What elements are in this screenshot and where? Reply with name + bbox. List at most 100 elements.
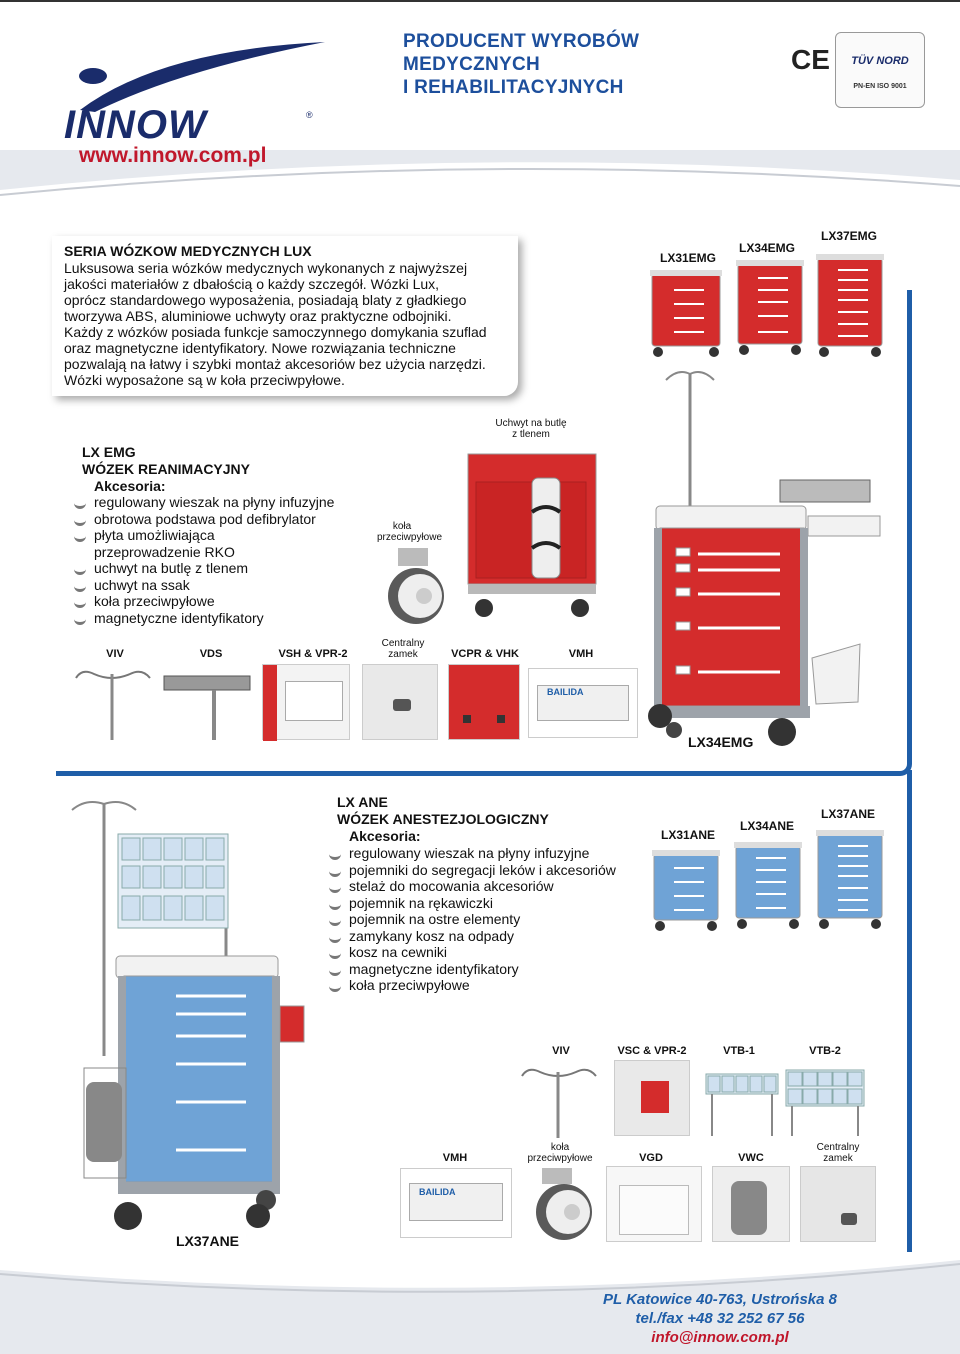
waste-bin-vwc-image	[712, 1166, 790, 1242]
ane-section-frame	[56, 770, 912, 1252]
defibrillator-base-vds-image	[163, 675, 251, 740]
glove-dispenser-vgd-image	[606, 1166, 702, 1242]
magnetic-identifier-vmh-image: BAILIDA	[528, 668, 638, 738]
list-item: płyta umożliwiająca	[72, 527, 334, 544]
emg-model-label: LX34EMG	[739, 241, 796, 255]
ane-title: LX ANE	[337, 794, 388, 810]
registered-mark: ®	[306, 110, 313, 120]
accessory-label: VTB-1	[723, 1045, 755, 1057]
ane-model-label: LX34ANE	[740, 819, 795, 833]
list-item-continuation: przeprowadzenie RKO	[94, 543, 235, 560]
list-item: zamykany kosz na odpady	[327, 928, 616, 945]
cart-lx34ane-image	[734, 842, 802, 929]
list-item: regulowany wieszak na płyny infuzyjne	[327, 845, 616, 862]
cart-lx37emg-image	[816, 254, 884, 357]
cart-lx37ane-small-image	[816, 830, 884, 929]
list-item: koła przeciwpyłowe	[72, 593, 334, 610]
accessory-label: VTB-2	[809, 1045, 841, 1057]
ce-mark: CE	[791, 44, 830, 75]
list-item: pojemniki do segregacji leków i akcesori…	[327, 862, 616, 879]
emg-heading: LX EMG WÓZEK REANIMACYJNY Akcesoria:	[82, 444, 250, 495]
central-lock-image	[800, 1166, 876, 1242]
emg-subtitle: WÓZEK REANIMACYJNY	[82, 461, 251, 477]
accessory-label: VMH	[568, 648, 594, 660]
ane-accessories-label: Akcesoria:	[349, 828, 421, 844]
list-item: koła przeciwpyłowe	[327, 977, 616, 994]
footer-contact: PL Katowice 40-763, Ustrońska 8 tel./fax…	[540, 1290, 900, 1347]
emg-accessories-list: regulowany wieszak na płyny infuzyjne ob…	[72, 494, 334, 626]
vsc-vpr2-image	[614, 1060, 690, 1136]
accessory-label: VCPR & VHK	[451, 648, 519, 660]
oxygen-holder-note: Uchwyt na butlę z tlenem	[495, 418, 567, 440]
cart-lx31ane-image	[652, 850, 720, 931]
list-item: kosz na cewniki	[327, 944, 616, 961]
cert-name: TÜV NORD	[851, 55, 909, 67]
wheels-note: koła przeciwpyłowe	[527, 1142, 593, 1164]
headline: PRODUCENT WYROBÓW MEDYCZNYCH I REHABILIT…	[403, 31, 640, 98]
cart-lx34emg-image	[736, 260, 804, 355]
accessory-label: VMH	[442, 1152, 468, 1164]
website-url[interactable]: www.innow.com.pl	[79, 144, 267, 167]
cart-lx34emg-main-image	[648, 371, 881, 746]
accessory-label: VSC & VPR-2	[617, 1045, 687, 1057]
lux-description: Luksusowa seria wózków medycznych wykona…	[64, 260, 487, 388]
ane-subtitle: WÓZEK ANESTEZJOLOGICZNY	[337, 811, 549, 827]
footer-phone[interactable]: tel./fax +48 32 252 67 56	[635, 1310, 805, 1327]
oxygen-holder-image	[467, 453, 597, 617]
ane-accessories-list: regulowany wieszak na płyny infuzyjne po…	[327, 845, 616, 994]
vmh-brand: BAILIDA	[419, 1187, 456, 1197]
ane-heading: LX ANE WÓZEK ANESTEZJOLOGICZNY Akcesoria…	[337, 794, 549, 845]
footer-address: PL Katowice 40-763, Ustrońska 8	[603, 1291, 837, 1308]
cart-lx31emg-image	[650, 270, 722, 357]
brand-logo: INNOW	[64, 103, 207, 147]
list-item: regulowany wieszak na płyny infuzyjne	[72, 494, 334, 511]
list-item: magnetyczne identyfikatory	[327, 961, 616, 978]
list-item: stelaż do mocowania akcesoriów	[327, 878, 616, 895]
vsh-vpr2-image	[262, 664, 350, 741]
magnetic-identifier-vmh-image: BAILIDA	[400, 1168, 512, 1238]
logo-swoosh-icon	[79, 42, 325, 112]
header-swoosh	[0, 150, 960, 196]
tuv-certificate-badge: TÜV NORD PN-EN ISO 9001	[835, 32, 925, 108]
accessory-label: Centralny zamek	[381, 638, 425, 660]
list-item: obrotowa podstawa pod defibrylator	[72, 511, 334, 528]
list-item: uchwyt na butlę z tlenem	[72, 560, 334, 577]
emg-section-frame	[56, 290, 912, 776]
list-item: pojemnik na ostre elementy	[327, 911, 616, 928]
main-model-label: LX34EMG	[688, 734, 754, 750]
top-rule	[0, 0, 960, 2]
vcpr-vhk-image	[448, 664, 520, 740]
ane-model-label: LX37ANE	[821, 807, 876, 821]
emg-title: LX EMG	[82, 444, 136, 460]
dustproof-wheel-image	[536, 1168, 592, 1240]
cert-iso: PN-EN ISO 9001	[853, 83, 907, 90]
accessory-label: VWC	[738, 1152, 764, 1164]
emg-model-label: LX31EMG	[660, 251, 717, 265]
accessory-label: VGD	[639, 1152, 663, 1164]
emg-model-label: LX37EMG	[821, 229, 878, 243]
accessory-label: VIV	[552, 1045, 570, 1057]
footer-swoosh	[0, 1260, 960, 1354]
main-model-label: LX37ANE	[176, 1233, 240, 1249]
accessory-label: VSH & VPR-2	[278, 648, 348, 660]
vtb1-rack-image	[705, 1073, 779, 1136]
central-lock-note: Centralny zamek	[816, 1142, 860, 1164]
emg-accessories-label: Akcesoria:	[94, 478, 166, 494]
list-item: pojemnik na rękawiczki	[327, 895, 616, 912]
accessory-label: VIV	[106, 648, 124, 660]
wheels-note: koła przeciwpyłowe	[377, 521, 443, 543]
cart-lx37ane-main-image	[71, 801, 305, 1230]
list-item: magnetyczne identyfikatory	[72, 610, 334, 627]
iv-pole-viv-image	[521, 1068, 597, 1138]
lux-title: SERIA WÓZKOW MEDYCZNYCH LUX	[64, 243, 312, 259]
lux-series-card: SERIA WÓZKOW MEDYCZNYCH LUX Luksusowa se…	[52, 236, 518, 396]
vmh-brand: BAILIDA	[547, 687, 584, 697]
central-lock-image	[362, 664, 438, 740]
iv-pole-viv-image	[75, 670, 151, 740]
accessory-label: VDS	[199, 648, 223, 660]
list-item: uchwyt na ssak	[72, 577, 334, 594]
ane-model-label: LX31ANE	[661, 828, 716, 842]
vtb2-rack-image	[785, 1069, 865, 1136]
footer-email[interactable]: info@innow.com.pl	[651, 1329, 789, 1346]
dustproof-wheel-image	[388, 548, 444, 624]
